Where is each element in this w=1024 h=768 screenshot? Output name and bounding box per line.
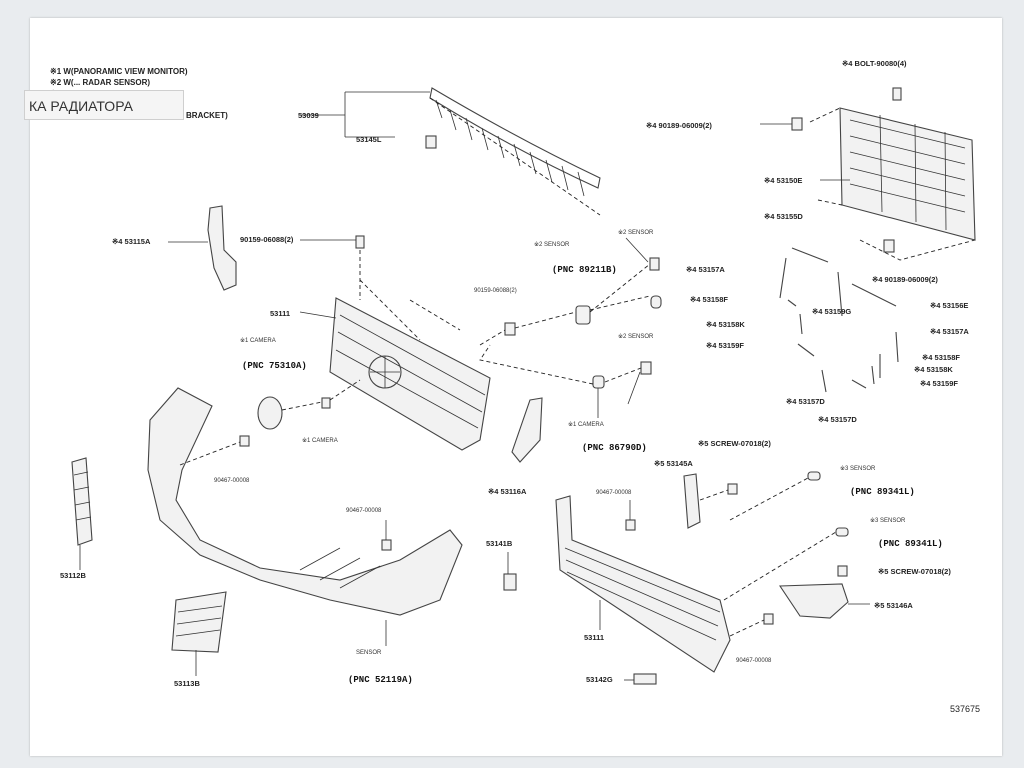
bolt-icon (381, 539, 392, 551)
label-53159F-right: ※4 53159F (920, 379, 958, 388)
label-bolt-left: 90467-00008 (214, 478, 250, 484)
label-53111: 53111 (270, 309, 290, 318)
label-sensor2-a: ※2 SENSOR (534, 241, 570, 248)
label-pnc-89211B: (PNC 89211B) (552, 265, 617, 275)
label-pnc-89341L-a: (PNC 89341L) (850, 487, 915, 497)
label-sensor2-b: ※2 SENSOR (618, 229, 654, 236)
camera-bracket-icon (592, 361, 652, 389)
label-53150E: ※4 53150E (764, 176, 802, 185)
label-sonar3-a: ※3 SENSOR (840, 465, 876, 472)
overlay-caption: КА РАДИАТОРА (24, 90, 184, 120)
label-bolt-mid: 90159-06088(2) (474, 288, 517, 294)
label-pnc-75310A: (PNC 75310A) (242, 361, 307, 371)
label-53113B: 53113B (174, 679, 200, 688)
label-53159F-left: ※4 53159F (706, 341, 744, 350)
label-pnc-89341L-b: (PNC 89341L) (878, 539, 943, 549)
sonar-icon (835, 527, 849, 537)
front-grille (329, 297, 491, 451)
legend-item: ※2 W(... RADAR SENSOR) (50, 78, 151, 87)
label-pnc-52119A: (PNC 52119A) (348, 675, 413, 685)
label-53155D: ※4 53155D (764, 212, 803, 221)
label-nut-left: ※4 90189-06009(2) (646, 121, 712, 130)
drawing-number: 537675 (950, 704, 981, 714)
seal-strips (779, 247, 899, 393)
side-grille-left (71, 457, 93, 546)
label-53145A: ※5 53145A (654, 459, 693, 468)
label-53115A: ※4 53115A (112, 237, 151, 246)
label-sonar-bottom: SENSOR (356, 650, 382, 656)
label-camera-1b: ※1 CAMERA (568, 421, 604, 428)
label-53142G: 53142G (586, 675, 613, 684)
label-screw5-b: ※5 SCREW-07018(2) (878, 567, 951, 576)
label-53112B: 53112B (60, 571, 86, 580)
front-bumper-cover (147, 387, 463, 616)
nut-icon (883, 239, 895, 253)
label-53158F-right: ※4 53158F (922, 353, 960, 362)
label-bolt-lower: 90467-00008 (596, 490, 632, 496)
clip-53142G (633, 673, 657, 685)
label-53158K-left: ※4 53158K (706, 320, 745, 329)
bolt-icon (892, 87, 902, 101)
label-bolt-br: 90467-00008 (736, 658, 772, 664)
lower-grille (555, 495, 731, 673)
label-camera-1-sub: ※1 CAMERA (302, 437, 338, 444)
label-53158F-left: ※4 53158F (690, 295, 728, 304)
screw-icon (837, 565, 848, 577)
label-bolt-bottom: 90467-00008 (346, 508, 382, 514)
label-camera-1: ※1 CAMERA (240, 337, 276, 344)
bolt-icon (763, 613, 774, 625)
label-53157A-left: ※4 53157A (686, 265, 725, 274)
clip-53141B (503, 573, 517, 591)
bolt-icon (355, 235, 365, 249)
upper-grille-strip (429, 87, 601, 216)
label-53158K-right: ※4 53158K (914, 365, 953, 374)
label-53157A-right: ※4 53157A (930, 327, 969, 336)
radiator-shutter-assembly (809, 107, 976, 261)
label-53146A: ※5 53146A (874, 601, 913, 610)
label-pnc-86790D: (PNC 86790D) (582, 443, 647, 453)
label-53111-lower: 53111 (584, 633, 604, 642)
sonar-icon (807, 471, 821, 481)
bracket-53146A (778, 583, 849, 619)
label-screw5: ※5 SCREW-07018(2) (698, 439, 771, 448)
fog-grille-left (171, 591, 227, 653)
label-53156E: ※4 53156E (930, 301, 968, 310)
label-53116A: ※4 53116A (488, 487, 527, 496)
bracket-53145A (683, 473, 738, 529)
bracket-53115A (207, 205, 237, 291)
label-bolt-center: 90159-06088(2) (240, 235, 294, 244)
clip-icon (425, 135, 437, 149)
radar-sensor (504, 257, 662, 336)
nut-icon (791, 117, 803, 131)
label-sensor2-c: ※2 SENSOR (618, 333, 654, 340)
label-53159G: ※4 53159G (812, 307, 851, 316)
bolt-icon (239, 435, 250, 447)
label-bolt-top: ※4 BOLT-90080(4) (842, 59, 907, 68)
camera-icon (257, 396, 331, 430)
bracket-53116A (511, 397, 543, 463)
label-53039: 53039 (298, 111, 319, 120)
bolt-icon (625, 519, 636, 531)
label-nut-right: ※4 90189-06009(2) (872, 275, 938, 284)
label-53157D-b: ※4 53157D (818, 415, 857, 424)
label-53145L: 53145L (356, 135, 382, 144)
label-53141B: 53141B (486, 539, 513, 548)
label-53157D: ※4 53157D (786, 397, 825, 406)
legend-item: ※1 W(PANORAMIC VIEW MONITOR) (50, 67, 188, 76)
label-sonar3-b: ※3 SENSOR (870, 517, 906, 524)
